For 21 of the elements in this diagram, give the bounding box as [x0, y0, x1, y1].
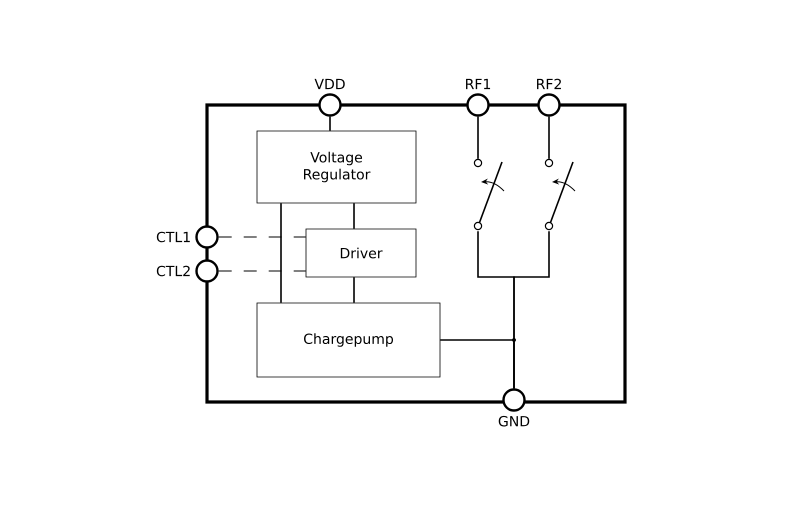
node-label: VDD — [314, 78, 345, 90]
connector-line — [218, 236, 306, 238]
block-box: Voltage Regulator — [256, 130, 416, 204]
connector-line — [477, 116, 479, 159]
node-label: RF1 — [466, 78, 490, 90]
node-label: CTL2 — [156, 266, 190, 276]
switch-drawing — [474, 158, 504, 230]
switch-drawing — [544, 158, 576, 230]
connector-line — [353, 203, 355, 229]
connector-line — [548, 116, 550, 159]
connector-line — [353, 277, 355, 303]
node-label: GND — [498, 416, 530, 426]
connector-line — [440, 338, 516, 388]
block-box: Chargepump — [256, 302, 440, 378]
connector-line — [218, 270, 306, 272]
node-label: CTL1 — [156, 232, 190, 242]
connector-line — [280, 203, 282, 303]
block-box: Driver — [306, 228, 416, 278]
chip-outline — [205, 103, 627, 404]
node-label: RF2 — [537, 78, 561, 90]
connector-line — [329, 116, 331, 131]
